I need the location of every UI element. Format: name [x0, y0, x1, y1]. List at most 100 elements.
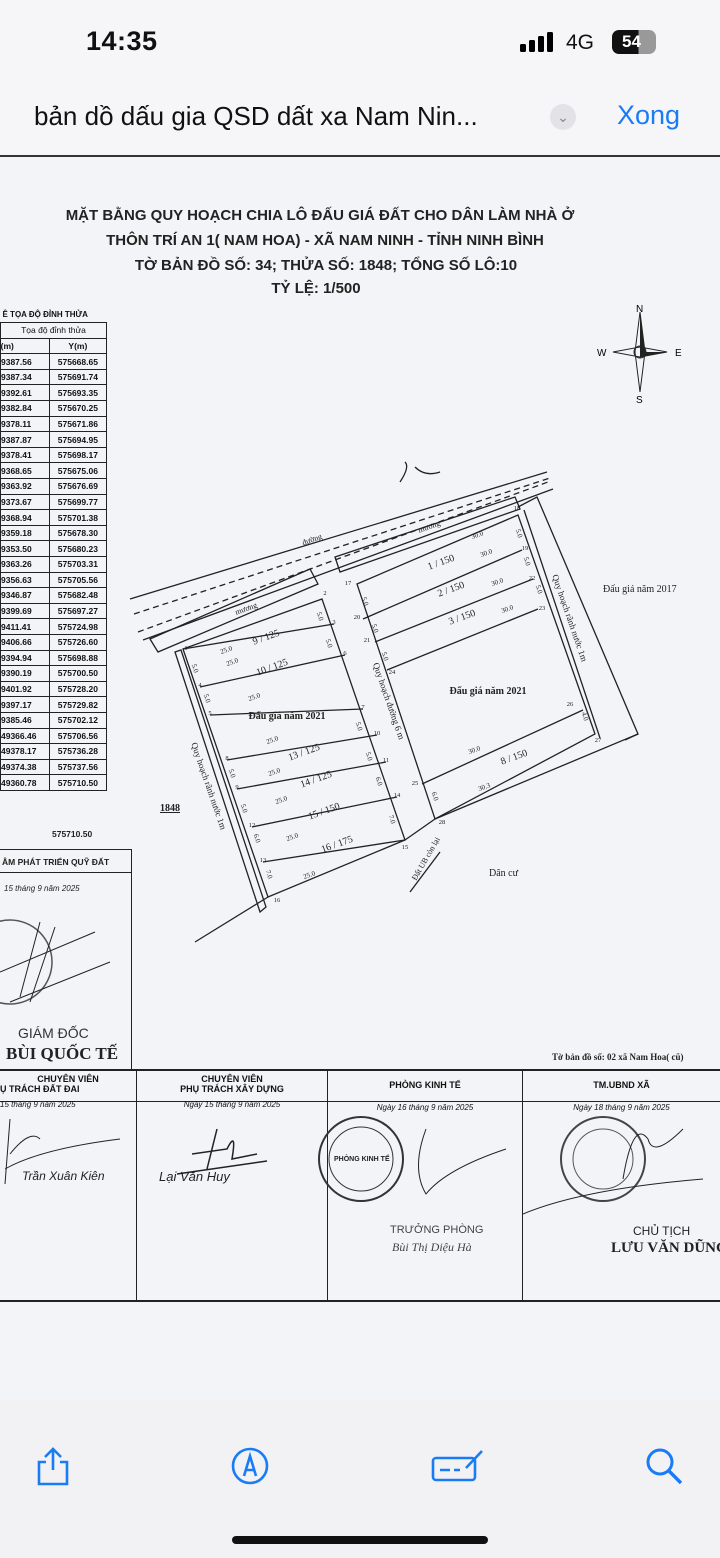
- dimension-label: 5.0: [324, 638, 335, 649]
- point-label: 5: [208, 710, 211, 717]
- point-label: 16: [274, 897, 281, 904]
- home-indicator[interactable]: [232, 1536, 488, 1544]
- cell-y: 575671.86: [48, 415, 108, 433]
- parcel-number: 1848: [160, 803, 180, 814]
- sig-name: Bùi Thị Diệu Hà: [392, 1240, 472, 1254]
- battery-icon: 54: [612, 30, 656, 54]
- point-label: 12: [249, 822, 256, 829]
- share-icon[interactable]: [33, 1446, 73, 1486]
- document-page: MẶT BẰNG QUY HOẠCH CHIA LÔ ĐẤU GIÁ ĐẤT C…: [0, 155, 720, 1400]
- point-label: 11: [383, 757, 389, 764]
- chevron-down-icon[interactable]: ⌄: [550, 104, 576, 130]
- dimension-label: 5.0: [370, 623, 381, 634]
- dimension-label: 30.3: [477, 781, 492, 793]
- dimension-label: 4.0: [580, 711, 591, 722]
- sig-header: PHỤ TRÁCH XÂY DỰNG: [180, 1084, 284, 1094]
- sig-header: TM.UBND XÃ: [593, 1080, 650, 1090]
- markup-icon[interactable]: [230, 1446, 270, 1486]
- compass-icon: N S W E: [597, 304, 682, 406]
- sig-header: CHUYÊN VIÊN: [37, 1074, 99, 1084]
- dimension-label: 30.0: [490, 576, 505, 588]
- dimension-label: 5.0: [360, 596, 371, 607]
- lot-label: 15 / 150: [307, 801, 342, 823]
- point-label: 13: [260, 857, 267, 864]
- point-label: 15: [402, 844, 409, 851]
- area-2017-label: Đấu giá năm 2017: [603, 584, 677, 595]
- signature-col-land: CHUYÊN VIÊN Ụ TRÁCH ĐẤT ĐAI 15 tháng 9 n…: [0, 1074, 136, 1194]
- area-2021-label: Đấu giá năm 2021: [450, 686, 527, 697]
- plan-map-info: TỜ BẢN ĐỒ SỐ: 34; THỬA SỐ: 1848; TỔNG SỐ…: [134, 257, 518, 274]
- stamp-signature-icon: [0, 919, 111, 1005]
- signature-col-chairman: TM.UBND XÃ Ngày 18 tháng 9 năm 2025 CHỦ …: [523, 1074, 720, 1256]
- point-label: 26: [567, 701, 574, 708]
- point-label: 24: [389, 669, 396, 676]
- dimension-label: 7.0: [387, 814, 398, 825]
- dimension-label: 25.0: [265, 734, 280, 746]
- point-label: 25: [412, 780, 419, 787]
- lot-label: 2 / 150: [436, 580, 466, 600]
- dimension-label: 5.0: [190, 663, 201, 674]
- status-bar: 14:35 4G 54: [0, 0, 720, 85]
- plan-subtitle: THÔN TRÍ AN 1( NAM HOA) - XÃ NAM NINH - …: [106, 232, 544, 249]
- dimension-label: 5.0: [380, 651, 391, 662]
- search-icon[interactable]: [644, 1446, 684, 1486]
- point-label: 7: [361, 704, 365, 711]
- dimension-label: 5.0: [534, 584, 545, 595]
- point-label: 9: [235, 784, 238, 791]
- done-button[interactable]: Xong: [617, 100, 681, 130]
- lot-label: 1 / 150: [426, 553, 456, 573]
- dimension-label: 5.0: [522, 556, 533, 567]
- signal-icon: [520, 32, 553, 52]
- plan-title: MẶT BẰNG QUY HOẠCH CHIA LÔ ĐẤU GIÁ ĐẤT C…: [65, 207, 575, 224]
- point-label: 22: [529, 575, 536, 582]
- point-label: 4: [198, 682, 202, 689]
- dimension-label: 5.0: [514, 528, 525, 539]
- signature-table: CHUYÊN VIÊN Ụ TRÁCH ĐẤT ĐAI 15 tháng 9 n…: [0, 1069, 720, 1302]
- stamp-icon: [523, 1116, 704, 1215]
- point-label: 6: [343, 650, 347, 657]
- sig-date: Ngày 15 tháng 9 năm 2025: [183, 1100, 281, 1109]
- lot-label: 13 / 125: [287, 742, 322, 764]
- sig-name: Trần Xuân Kiên: [22, 1169, 105, 1183]
- signature-col-construction: CHUYÊN VIÊN PHỤ TRÁCH XÂY DỰNG Ngày 15 t…: [137, 1074, 327, 1194]
- map-sheet-note: Tờ bản đồ số: 02 xã Nam Hoa( cũ): [552, 1052, 684, 1062]
- dimension-label: 5.0: [239, 803, 250, 814]
- dimension-label: 5.0: [364, 751, 375, 762]
- bottom-toolbar: [0, 1400, 720, 1558]
- sig-role: TRƯỞNG PHÒNG: [390, 1224, 484, 1236]
- dimension-label: 30.0: [500, 603, 515, 615]
- document-title[interactable]: bản dồ dấu gia QSD dất xa Nam Nin...: [34, 101, 478, 131]
- dimension-label: 30.0: [479, 547, 494, 559]
- network-type: 4G: [566, 31, 595, 54]
- lot-label: 3 / 150: [447, 608, 477, 628]
- cell-y: 575678.30: [48, 524, 108, 542]
- signature-icon: [176, 1128, 268, 1175]
- land-fund-org: ÂM PHÁT TRIỂN QUỸ ĐẤT: [2, 857, 110, 867]
- point-label: 23: [539, 605, 546, 612]
- point-label: 3: [332, 619, 335, 626]
- sig-date: Ngày 18 tháng 9 năm 2025: [573, 1103, 670, 1112]
- sig-name: Lại Văn Huy: [159, 1169, 230, 1184]
- cell-y: 575699.77: [48, 493, 108, 511]
- point-label: 2: [323, 590, 326, 597]
- stamp-icon: [318, 1116, 507, 1202]
- dimension-label: 5.0: [315, 611, 326, 622]
- dimension-label: 25.0: [267, 766, 282, 778]
- annotate-icon[interactable]: [430, 1446, 486, 1486]
- plan-scale: TỶ LỆ: 1/500: [271, 280, 361, 297]
- point-label: 27: [595, 737, 602, 744]
